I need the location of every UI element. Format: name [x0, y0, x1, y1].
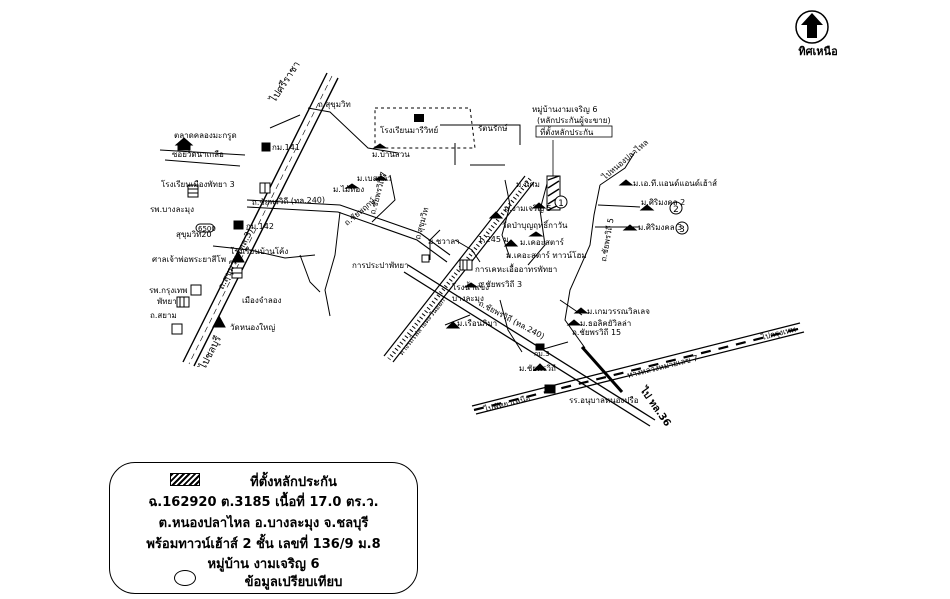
- chaiyapruek-road: [403, 264, 656, 427]
- label-ror-ror: รร.อนุบาลหนองปรือ: [569, 396, 639, 405]
- road-label-to-nong-khla: ไปหนองปลาไหล: [600, 138, 650, 182]
- collateral-hatch-icon: [170, 473, 200, 486]
- label-kan-kheha: การเคหะเอื้ออาทรพัทยา: [475, 263, 557, 274]
- label-km3: กม.3: [534, 350, 550, 358]
- legend-village: หมู่บ้าน งามเจริญ 6: [207, 557, 320, 572]
- comparison-circle-icon: [174, 570, 196, 586]
- road-label-chaiyapruek-s3: ถ.ชัยพรวิถี 3: [478, 280, 522, 289]
- legend-title: ที่ตั้งหลักประกัน: [250, 475, 337, 490]
- svg-text:2: 2: [673, 205, 679, 215]
- road-label-chaiyapruek-tl: ถ.ชัยพรวิถี (ทล.240): [252, 195, 325, 207]
- label-m-siri-mongkol-2: ม.ศิริมงคล 2: [641, 198, 685, 207]
- label-hospital-bkk-2: พัทยา: [157, 297, 177, 306]
- label-m-ngam-charoen: ม.งามเจริญ 5: [504, 204, 552, 213]
- svg-text:3: 3: [679, 225, 685, 235]
- label-m-chaiyaphruk: ม.ชัยพรวิถี: [519, 364, 556, 373]
- label-best-view: ม.เบสท์วิว: [357, 173, 392, 183]
- label-km142: กม.142: [246, 222, 274, 231]
- minor-roads: [159, 107, 641, 353]
- road-label-soi-20: สุขุมวิท20: [176, 230, 212, 239]
- label-m-kha-suan-2: ม.เคอะสตาร์ ทาวน์โฮม: [506, 250, 587, 260]
- label-m-sorn: ม.ธอลิคยัวิลล่า: [580, 319, 631, 328]
- label-village-3: ที่ตั้งหลักประกัน: [540, 126, 594, 137]
- road-label-chaiyapruek-s5: ถ.ชัยพรวิถี 5: [599, 217, 616, 262]
- north-arrow-icon: [795, 10, 829, 44]
- label-wat-boon: วัดป่าบุญฤทธิ์กาวัน: [502, 219, 568, 230]
- label-m-nikhom: ม.นิคม: [516, 180, 540, 189]
- label-hospital-bkk: รพ.กรุงเทพ: [149, 286, 187, 295]
- landmark-icons: [171, 137, 655, 394]
- label-water-works: การประปาพัทยา: [352, 261, 409, 270]
- label-church: ศาลเจ้าพ่อพระยาสีโพ: [152, 254, 226, 264]
- label-school-bl: โรงเรียนบ้านโค้ง: [230, 246, 288, 256]
- label-school-main: โรงเรียนมารีวิทย์: [380, 125, 438, 135]
- legend-deed: ฉ.162920 ต.3185 เนื้อที่ 17.0 ตร.ว.: [148, 495, 379, 510]
- label-rong-nam-kaeng: โรงน้ำแข็ง: [452, 281, 489, 292]
- tl240-road: [246, 199, 451, 263]
- legend-box: ที่ตั้งหลักประกัน ฉ.162920 ต.3185 เนื้อท…: [109, 462, 418, 594]
- road-label-soi-wat: ซอยวัดนาเกลือ: [172, 150, 224, 159]
- collateral-plot-icon: [546, 140, 561, 211]
- road-label-to-bangkok: ไปกรุงเทพ: [759, 325, 797, 343]
- highway-7: [471, 322, 805, 415]
- north-label: ทิศเหนือ: [798, 45, 838, 58]
- label-m-rt: ม.เอ.ที.แอนด์แอนด์เฮ้าส์: [633, 178, 717, 188]
- road-label-sukhumvit-right: ถ.สุขุมวิท: [413, 207, 430, 241]
- label-m-siri-mongkol-3: ม.ศิริมงคล 3: [638, 223, 682, 232]
- svg-text:1: 1: [558, 199, 564, 209]
- label-market: ตลาดคลองมะกรูด: [174, 131, 237, 141]
- label-rattanak: รัตนรักษ์: [478, 123, 508, 133]
- label-m-ekamol: ม.เกมวรรณวิลเลจ: [587, 307, 650, 316]
- label-m-rueanphim: ม.เรือนภิมา: [457, 319, 497, 328]
- road-label-sriracha: ไปศรีราชา: [267, 59, 303, 105]
- label-ban-saun: ม.บ้านสวน: [372, 150, 410, 159]
- road-label-siam: ถ.สยาม: [150, 311, 177, 320]
- label-mai-thong: ม.ไม้ทอง: [333, 185, 364, 194]
- label-village-1: หมู่บ้านงามเจริญ 6: [532, 105, 597, 115]
- label-school-mueang: โรงเรียนเมืองพัทยา 3: [161, 179, 235, 189]
- road-label-soi-top: ถ.สุขุมวิท: [318, 100, 351, 109]
- label-m-chaiwan: ม.ชวาลา: [428, 237, 460, 246]
- label-dist-1245: 1,245 ม.: [478, 235, 511, 244]
- comparison-marker-1: 1: [554, 195, 568, 209]
- label-m-kha-suan: ม.เคอะสตาร์: [520, 237, 565, 247]
- road-label-railway: ทางรถไฟสายตะวันออก: [396, 296, 446, 357]
- label-rong-nam-kaeng-2: บางละมุง: [452, 294, 484, 303]
- railway-line: [383, 175, 535, 363]
- legend-comparison: ข้อมูลเปรียบเทียบ: [244, 575, 343, 590]
- legend-building: พร้อมทาวน์เฮ้าส์ 2 ชั้น เลขที่ 136/9 ม.8: [146, 537, 381, 552]
- legend-address: ต.หนองปลาไหล อ.บางละมุง จ.ชลบุรี: [158, 516, 369, 531]
- school-compound: [374, 107, 521, 166]
- label-hospital-bl: รพ.บางละมุง: [150, 205, 194, 214]
- road-label-chaiyapruek-s15: ถ.ชัยพรวิถี 15: [572, 328, 621, 337]
- comparison-marker-3: 3: [675, 221, 689, 235]
- label-mueang: เมืองจำลอง: [242, 296, 282, 305]
- label-wat-nong-yai: วัดหนองใหญ่: [230, 323, 275, 332]
- label-km141: กม.141: [272, 143, 300, 152]
- label-6500: 6500: [198, 225, 216, 233]
- comparison-marker-2: 2: [669, 201, 683, 215]
- label-village-2: (หลักประกันผู้จะขาย): [537, 116, 611, 126]
